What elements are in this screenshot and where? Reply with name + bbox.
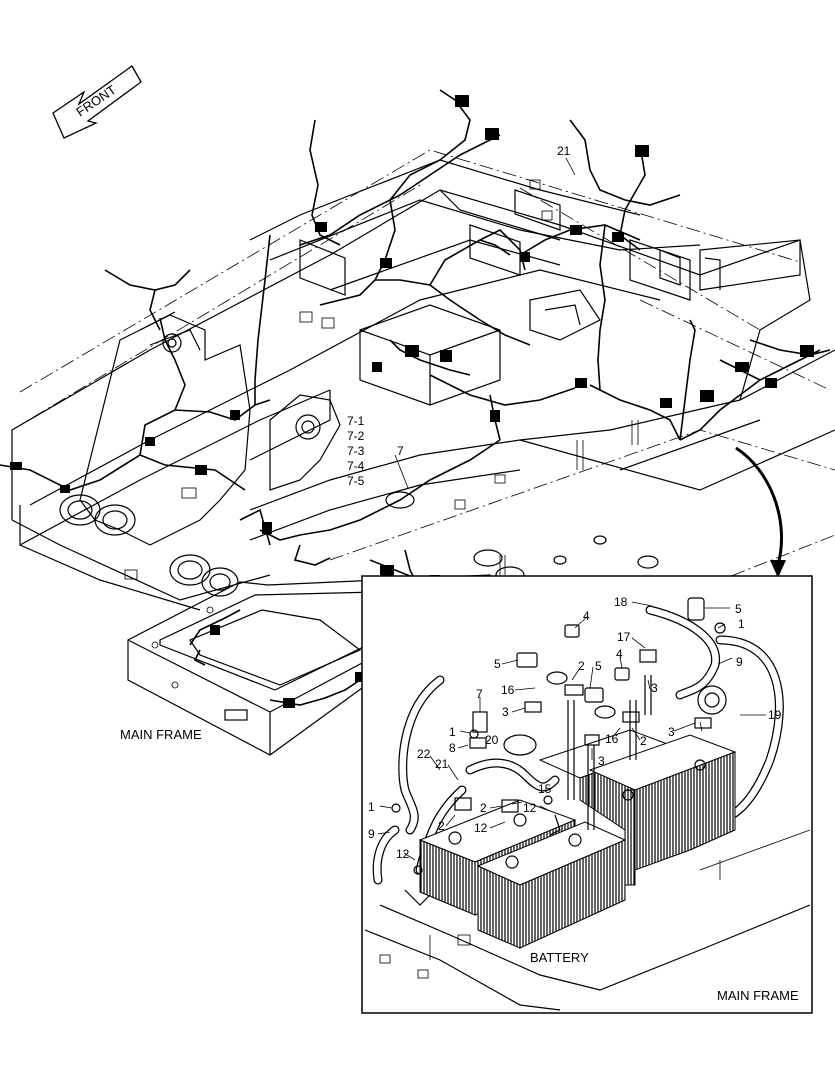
callout-2-b: 2	[640, 734, 647, 748]
callout-12-a: 12	[523, 801, 537, 815]
callout-3-c: 3	[668, 725, 675, 739]
callout-2-a: 2	[578, 659, 585, 673]
callout-16-b: 16	[605, 732, 619, 746]
callout-22: 22	[417, 747, 431, 761]
callout-9-a: 9	[736, 655, 743, 669]
callout-17: 17	[617, 630, 631, 644]
callout-3-a: 3	[651, 681, 658, 695]
main-callouts: 21 7-1 7-2 7-3 7-4 7-5 7	[347, 144, 576, 488]
battery-right	[588, 734, 737, 886]
callout-1-c: 1	[368, 800, 375, 814]
callout-12-b: 12	[474, 821, 488, 835]
callout-7-main: 7	[397, 444, 404, 458]
callout-20: 20	[485, 733, 499, 747]
main-frame-caption-upper: MAIN FRAME	[120, 727, 202, 742]
callout-8: 8	[449, 741, 456, 755]
callout-4-b: 4	[616, 647, 623, 661]
callout-9-b: 9	[368, 827, 375, 841]
callout-7-4: 7-4	[347, 459, 365, 473]
callout-16-a: 16	[501, 683, 515, 697]
callout-1-b: 1	[449, 725, 456, 739]
callout-3-d: 3	[598, 754, 605, 768]
callout-15: 15	[538, 782, 552, 796]
inset-leader-lines	[377, 601, 766, 861]
pin-bosses	[59, 494, 239, 597]
callout-4-a: 4	[583, 609, 590, 623]
terminal-hardware	[391, 597, 727, 906]
callout-12-c: 12	[396, 847, 410, 861]
callout-21-main: 21	[557, 144, 571, 158]
front-arrow: FRONT	[52, 65, 142, 139]
callout-7-3: 7-3	[347, 444, 365, 458]
main-frame-caption-lower: MAIN FRAME	[717, 988, 799, 1003]
callout-5-b: 5	[494, 657, 501, 671]
frame-holes	[124, 179, 659, 584]
callout-5-c: 5	[595, 659, 602, 673]
callout-2-c: 2	[480, 801, 487, 815]
callout-21-inset: 21	[435, 757, 449, 771]
callout-7-inset: 7	[476, 687, 483, 701]
detail-pointer-arrow	[735, 446, 786, 578]
battery-center	[476, 821, 627, 949]
harness-connectors	[10, 95, 814, 708]
callout-7-2: 7-2	[347, 429, 365, 443]
callout-2-d: 2	[438, 819, 445, 833]
callout-3-b: 3	[502, 705, 509, 719]
callout-7-1: 7-1	[347, 414, 365, 428]
callout-7-5: 7-5	[347, 474, 365, 488]
battery-caption: BATTERY	[530, 950, 589, 965]
callout-18: 18	[614, 595, 628, 609]
callout-19: 19	[768, 708, 782, 722]
callout-1-a: 1	[738, 617, 745, 631]
callout-5-a: 5	[735, 602, 742, 616]
battery-detail-inset: 18 5 1 17 9 4 5 2 5 4 3 16 19 7 3 3 1 16…	[361, 575, 813, 1014]
